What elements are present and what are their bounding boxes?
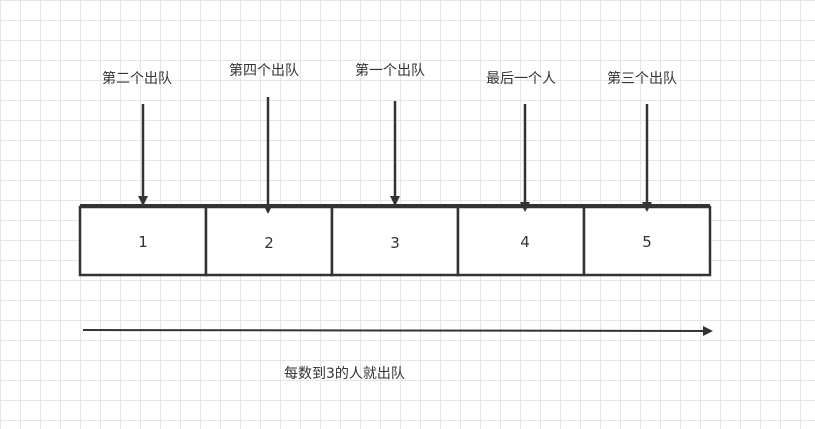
queue-cell-3 <box>330 205 460 277</box>
queue-row <box>78 204 712 277</box>
cell-number-4: 4 <box>520 233 530 251</box>
direction-arrow <box>82 325 713 336</box>
queue-cell-5 <box>582 205 712 277</box>
cell-number-3: 3 <box>390 234 400 252</box>
annotation-cell-1: 第二个出队 <box>102 71 172 87</box>
caption: 每数到3的人就出队 <box>284 366 405 382</box>
annotation-cell-4: 最后一个人 <box>486 71 556 87</box>
annotation-cell-5: 第三个出队 <box>607 71 677 87</box>
annotation-cell-2: 第四个出队 <box>229 63 299 79</box>
cell-number-2: 2 <box>264 234 274 252</box>
cell-number-1: 1 <box>138 233 148 251</box>
cell-number-5: 5 <box>642 233 652 251</box>
annotation-cell-3: 第一个出队 <box>355 63 425 79</box>
queue-cell-1 <box>78 205 208 277</box>
